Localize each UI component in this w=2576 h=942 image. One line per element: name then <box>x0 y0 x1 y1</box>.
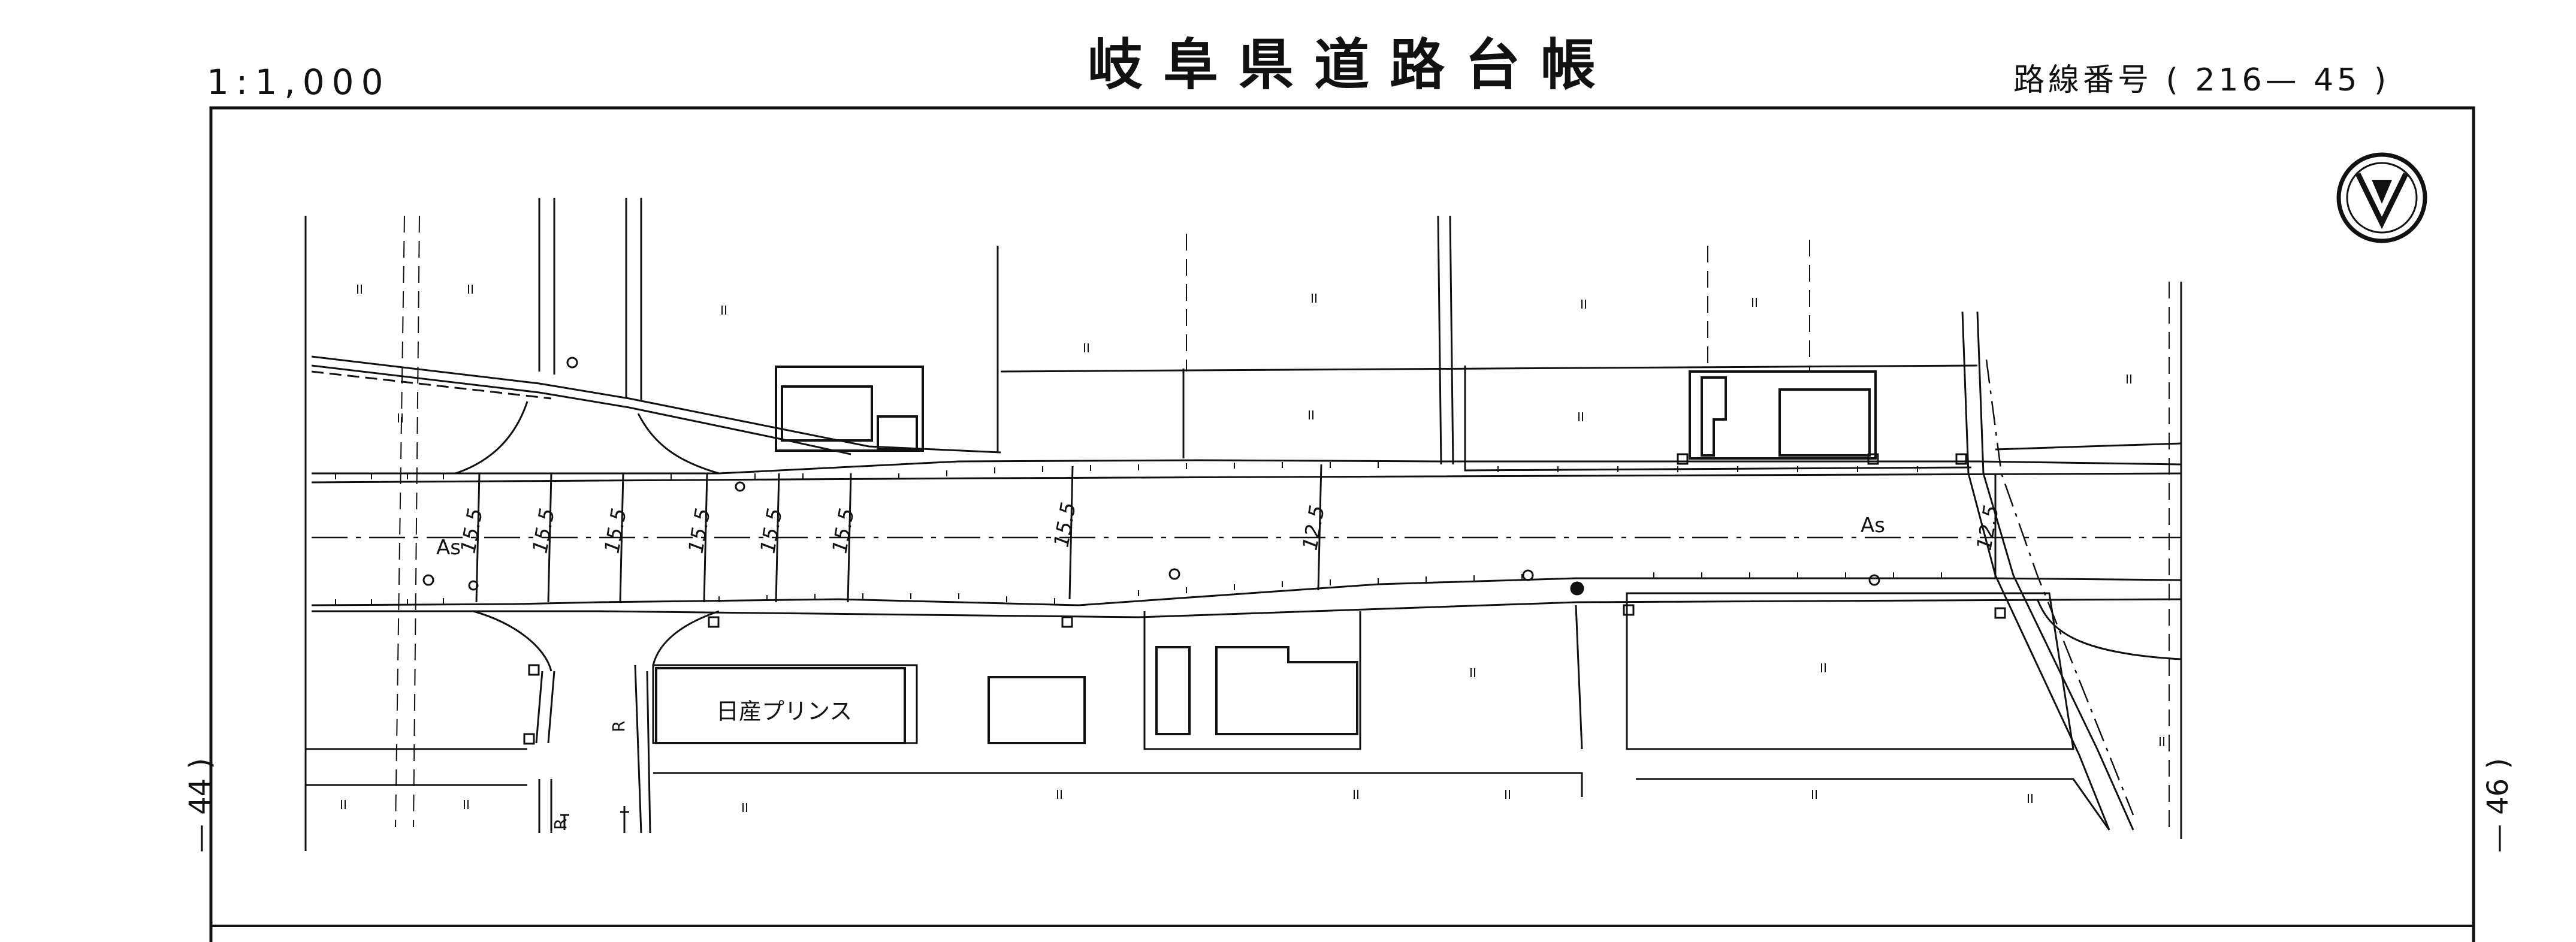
width-label: 15.5 <box>600 506 632 555</box>
buildings <box>655 366 1877 744</box>
width-label: 12.5 <box>1298 503 1330 552</box>
scale-label: 1:1,000 <box>207 62 391 102</box>
route-number-label: 路線番号 ( 216— 45 ) <box>2013 62 2390 98</box>
width-label: 15.5 <box>828 506 859 555</box>
width-labels: 15.5 15.5 15.5 15.5 15.5 15.5 15.5 12.5 … <box>456 500 2004 555</box>
width-label: 15.5 <box>756 506 787 555</box>
width-dimension-lines <box>475 464 1997 603</box>
property-lines <box>395 215 2170 828</box>
width-label: 15.5 <box>456 506 488 555</box>
surface-label: As <box>1861 514 1885 538</box>
curb-ticks <box>335 462 1942 605</box>
width-label: 15.5 <box>1049 500 1081 549</box>
marker-label: R <box>609 721 629 732</box>
north-arrow-icon <box>2336 152 2427 243</box>
width-label: 12.5 <box>1972 503 2004 552</box>
road-lines <box>304 198 2182 851</box>
map-frame <box>209 106 2475 942</box>
utility-symbols <box>422 357 2006 833</box>
parcel-marks <box>341 285 2164 812</box>
page-title: 岐阜県道路台帳 <box>1088 32 1617 97</box>
surface-label: As <box>436 536 461 560</box>
building-label: 日産プリンス <box>716 698 852 724</box>
width-label: 15.5 <box>528 506 560 555</box>
width-label: 15.5 <box>684 506 715 555</box>
marker-label: R <box>551 819 570 830</box>
